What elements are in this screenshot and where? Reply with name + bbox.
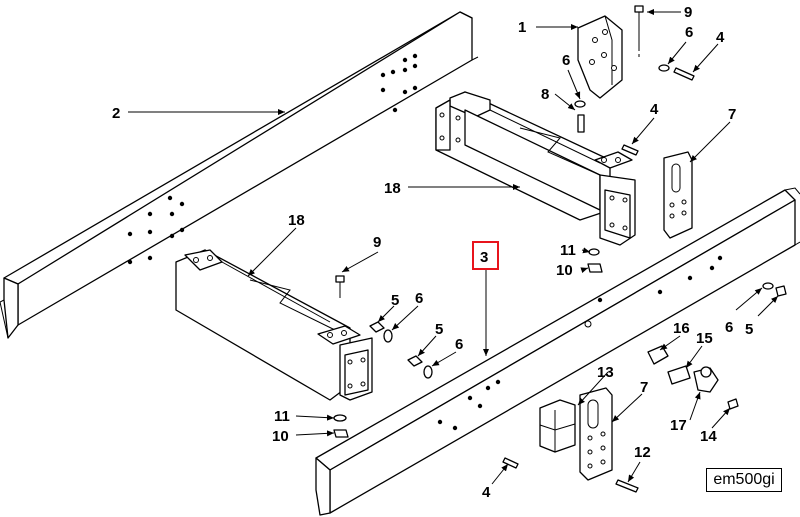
callout-5-right: 5 bbox=[745, 321, 753, 338]
callout-7-lower: 7 bbox=[640, 379, 648, 396]
leader-lines bbox=[128, 9, 779, 485]
callout-6-d: 6 bbox=[455, 336, 463, 353]
callout-15: 15 bbox=[696, 330, 713, 347]
mounting-bracket bbox=[577, 15, 623, 99]
callout-4-bottom: 4 bbox=[482, 484, 491, 501]
callout-6-right: 6 bbox=[725, 319, 733, 336]
crossmember-upper bbox=[435, 91, 636, 246]
callout-18-lower: 18 bbox=[288, 212, 305, 229]
callout-6-c: 6 bbox=[415, 290, 423, 307]
callout-16: 16 bbox=[673, 320, 690, 337]
frame-rail-right bbox=[315, 187, 800, 516]
callout-4-mid: 4 bbox=[650, 101, 659, 118]
mounting-plate-upper bbox=[663, 151, 693, 239]
callout-10-upper: 10 bbox=[556, 262, 573, 279]
callout-9-top: 9 bbox=[684, 4, 692, 21]
callout-11-upper: 11 bbox=[560, 242, 576, 259]
figure-id-label: em500gi bbox=[706, 468, 782, 492]
callout-14: 14 bbox=[700, 428, 717, 445]
frame-rail-left bbox=[0, 11, 479, 339]
callout-18-upper: 18 bbox=[384, 180, 401, 197]
callout-17: 17 bbox=[670, 417, 687, 434]
callout-8: 8 bbox=[541, 86, 549, 103]
callout-13: 13 bbox=[597, 364, 614, 381]
callout-4-top: 4 bbox=[716, 29, 725, 46]
callout-6-bracket: 6 bbox=[562, 52, 570, 69]
fitting-assembly bbox=[647, 345, 739, 410]
callout-5-a: 5 bbox=[391, 292, 399, 309]
callout-1: 1 bbox=[518, 19, 526, 36]
callout-11-lower: 11 bbox=[274, 408, 290, 425]
callout-labels: 1 2 9 6 4 6 8 4 7 18 18 9 11 10 3 5 6 5 … bbox=[112, 4, 753, 501]
callout-6-top: 6 bbox=[685, 24, 693, 41]
callout-12: 12 bbox=[634, 444, 651, 461]
fasteners bbox=[333, 5, 787, 493]
mounting-plate-lower bbox=[579, 387, 613, 481]
callout-3: 3 bbox=[480, 249, 488, 266]
callout-10-lower: 10 bbox=[272, 428, 289, 445]
spacer-block bbox=[539, 399, 576, 453]
crossmember-lower bbox=[175, 249, 373, 401]
callout-7-upper: 7 bbox=[728, 106, 736, 123]
callout-3-highlight-box bbox=[472, 241, 499, 270]
callout-5-b: 5 bbox=[435, 321, 443, 338]
callout-2: 2 bbox=[112, 105, 120, 122]
callout-9-lower: 9 bbox=[373, 234, 381, 251]
